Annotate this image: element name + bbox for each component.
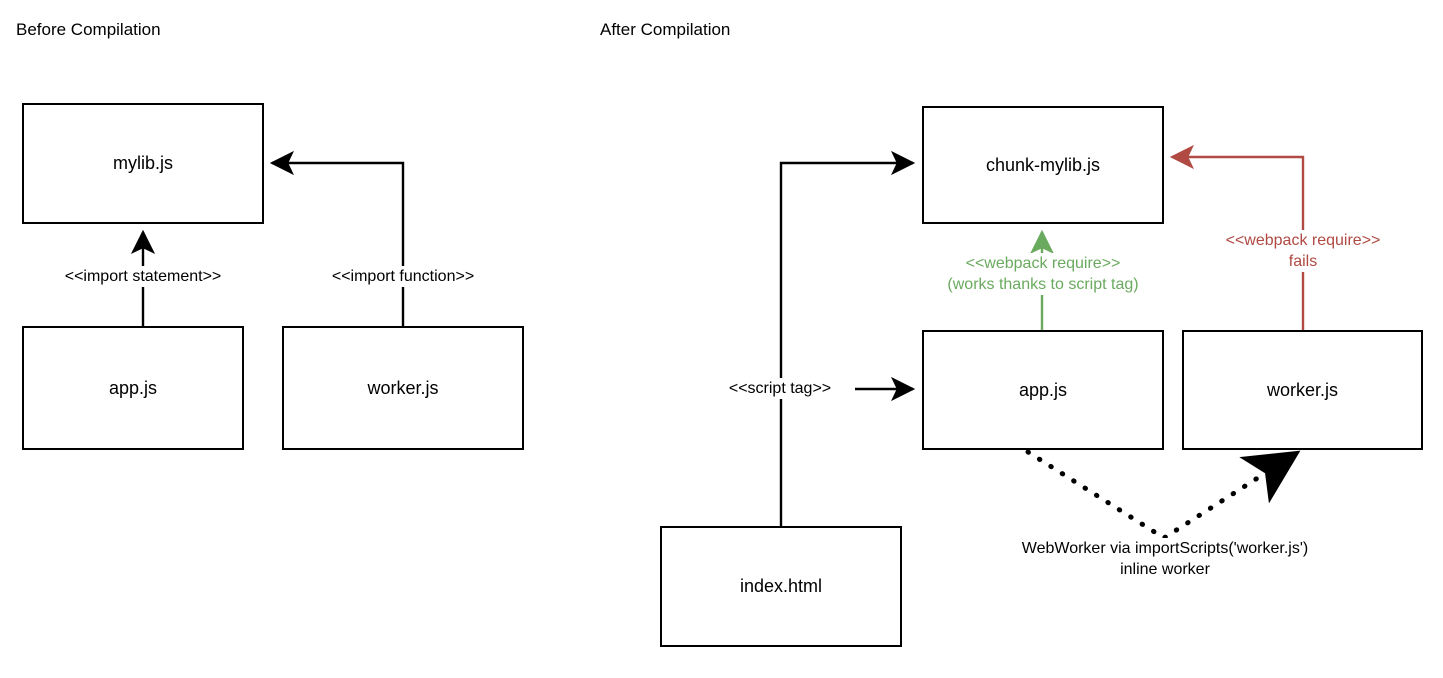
edge-label-webpack-require-fails: <<webpack require>> fails — [1192, 230, 1414, 272]
node-after-chunk-mylib-js[interactable]: chunk-mylib.js — [922, 106, 1164, 224]
edge-label-line-1: WebWorker via importScripts('worker.js') — [1021, 540, 1309, 557]
edge-index-to-chunk — [779, 150, 916, 526]
node-before-app-js[interactable]: app.js — [22, 326, 244, 450]
section-title-before-compilation: Before Compilation — [16, 20, 161, 39]
edge-label-import-function: <<import function>> — [295, 266, 511, 287]
node-label: app.js — [1018, 379, 1068, 400]
edge-app-to-worker-webworker — [1025, 449, 1301, 541]
edge-label-line-1: <<webpack require>> — [965, 255, 1121, 272]
node-label: app.js — [108, 377, 158, 398]
node-before-mylib-js[interactable]: mylib.js — [22, 103, 264, 224]
node-label: chunk-mylib.js — [985, 154, 1101, 175]
edge-before-worker-to-mylib — [269, 150, 405, 326]
edge-label-webpack-require-works: <<webpack require>> (works thanks to scr… — [912, 253, 1174, 295]
edge-label-script-tag: <<script tag>> — [707, 378, 853, 399]
edge-label-line-1: <<webpack require>> — [1225, 232, 1381, 249]
node-after-app-js[interactable]: app.js — [922, 330, 1164, 450]
node-label: worker.js — [367, 377, 439, 398]
edge-label-import-statement: <<import statement>> — [32, 266, 254, 287]
edge-label-line-2: (works thanks to script tag) — [947, 276, 1139, 293]
node-label: worker.js — [1266, 379, 1338, 400]
node-label: index.html — [739, 576, 823, 596]
edge-label-line-2: inline worker — [1120, 561, 1210, 578]
edge-label-webworker-import-scripts: WebWorker via importScripts('worker.js')… — [940, 538, 1390, 580]
edge-label-line-2: fails — [1288, 253, 1318, 270]
node-after-index-html[interactable]: index.html — [660, 526, 902, 647]
node-before-worker-js[interactable]: worker.js — [282, 326, 524, 450]
node-label: mylib.js — [112, 153, 173, 173]
node-after-worker-js[interactable]: worker.js — [1182, 330, 1423, 450]
section-title-after-compilation: After Compilation — [600, 20, 731, 39]
edge-worker-to-chunk-webpack-require-fails — [1169, 144, 1305, 330]
